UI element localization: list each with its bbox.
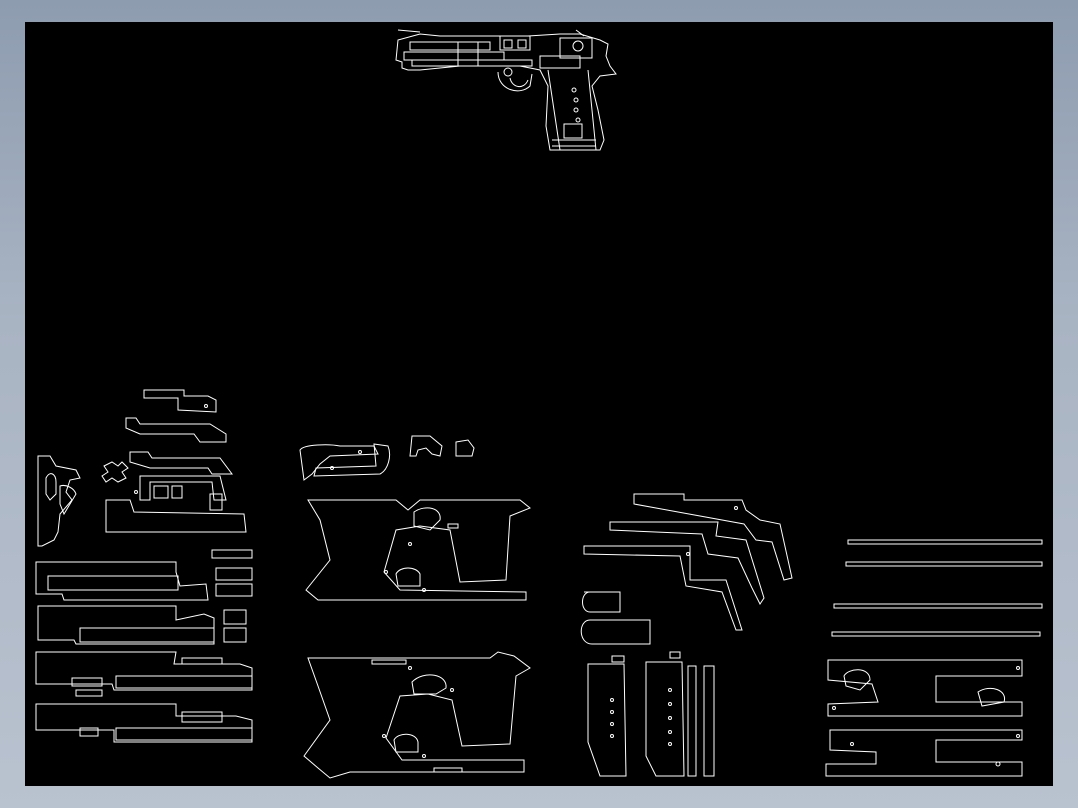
hole-marks bbox=[134, 404, 1020, 767]
parts-plates-left bbox=[35, 549, 253, 743]
parts-rails-right bbox=[825, 539, 1043, 777]
assembled-pistol bbox=[395, 29, 617, 151]
parts-frames-middle bbox=[303, 499, 531, 779]
drawing-canvas bbox=[35, 29, 1043, 779]
cad-drawing-viewport[interactable] bbox=[25, 22, 1053, 786]
parts-small-left bbox=[37, 389, 475, 547]
parts-linkage-right bbox=[580, 493, 793, 777]
